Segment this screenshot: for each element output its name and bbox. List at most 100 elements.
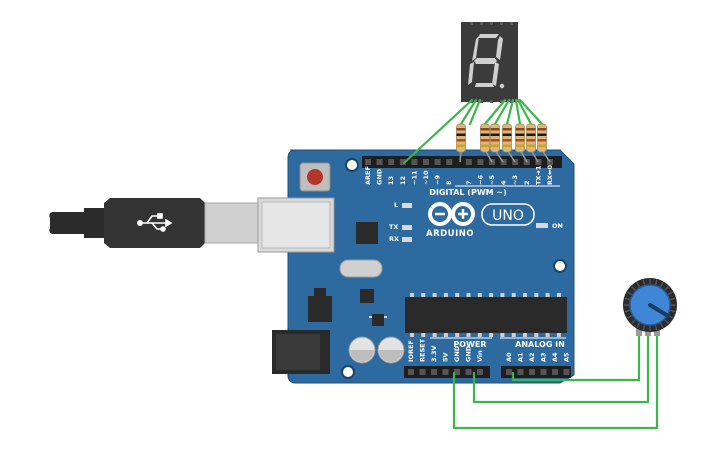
display-pin [510, 22, 513, 25]
digital-header-label: DIGITAL (PWM ~) [429, 188, 507, 197]
power-socket[interactable] [408, 369, 414, 375]
digit-segments [468, 34, 505, 89]
mcu-pin [511, 333, 516, 337]
resistor-band [526, 133, 536, 136]
resistor-band [490, 144, 500, 147]
pot-ridge [636, 282, 641, 288]
mcu-pin [432, 293, 437, 297]
digital-pin-label: 12 [399, 176, 407, 185]
pot-ridge [631, 286, 636, 291]
analog-socket[interactable] [552, 369, 558, 375]
mount-hole [341, 365, 355, 379]
digital-socket[interactable] [434, 159, 441, 165]
digital-socket[interactable] [512, 159, 519, 165]
led-l [402, 203, 412, 208]
mount-hole [345, 158, 359, 172]
pot-ridge [659, 282, 664, 288]
analog-pin-label: A4 [551, 352, 559, 362]
display-pin [480, 22, 483, 25]
mcu-pin [545, 293, 550, 297]
pot-ridge [670, 297, 676, 301]
digital-socket[interactable] [388, 159, 395, 165]
digital-pin-label: TX➔1 [534, 165, 542, 185]
mcu-pin [421, 333, 426, 337]
mcu-pin [489, 293, 494, 297]
voltage-regulator [308, 296, 332, 322]
digital-socket[interactable] [399, 159, 406, 165]
mcu-pin [410, 333, 414, 337]
digital-socket[interactable] [446, 159, 453, 165]
digital-socket[interactable] [465, 159, 472, 165]
resistor[interactable] [515, 123, 528, 163]
resistor-band [515, 139, 525, 142]
analog-pin-label: A5 [563, 352, 571, 362]
seven-segment-display[interactable] [461, 22, 518, 103]
digital-socket[interactable] [365, 159, 371, 165]
digital-socket[interactable] [535, 159, 542, 165]
analog-socket[interactable] [529, 369, 535, 375]
power-socket[interactable] [454, 369, 460, 375]
usb-cable[interactable] [49, 198, 260, 248]
resistor[interactable] [456, 123, 466, 163]
display-pin [470, 22, 473, 25]
digital-socket[interactable] [423, 159, 429, 165]
pot-ridge [624, 309, 630, 313]
resistor-array[interactable] [456, 123, 551, 163]
digital-pin-label: ~3 [511, 175, 519, 185]
digital-socket[interactable] [477, 159, 484, 165]
analog-socket[interactable] [563, 369, 570, 375]
resistor[interactable] [480, 123, 493, 163]
pot-ridge [631, 319, 636, 324]
mcu-pin [500, 333, 505, 337]
power-socket[interactable] [431, 369, 437, 375]
analog-socket[interactable] [517, 369, 524, 375]
usb-b-connector [204, 202, 260, 244]
mcu-pin [432, 333, 437, 337]
power-pin-label: Vin [476, 350, 484, 362]
analog-header-label: ANALOG IN [515, 340, 565, 349]
mcu-pin [410, 293, 414, 297]
power-socket[interactable] [465, 369, 472, 375]
led-tx [402, 225, 412, 230]
wire-seg [459, 98, 478, 126]
power-socket[interactable] [477, 369, 483, 375]
pot-ridge [654, 279, 658, 285]
resistor[interactable] [537, 123, 551, 163]
resistor-band [515, 144, 525, 147]
digital-socket[interactable] [376, 159, 383, 165]
pot-ridge [636, 322, 641, 328]
resistor-band [456, 144, 466, 147]
resistor-band [480, 133, 490, 136]
resistor-band [502, 128, 512, 131]
resistor-band [502, 139, 512, 142]
analog-pin-label: A3 [540, 352, 548, 362]
led-rx [402, 237, 412, 242]
pot-ridge [667, 291, 673, 296]
mcu-pin [443, 333, 448, 337]
wire-pot-gnd [472, 333, 650, 404]
resistor-band [537, 139, 547, 142]
power-socket[interactable] [442, 369, 449, 375]
digital-pin-label: ~5 [488, 175, 496, 185]
wire-seg [518, 98, 544, 126]
resistor-band [480, 128, 490, 131]
reset-button[interactable] [307, 169, 323, 185]
resistor[interactable] [526, 123, 539, 163]
pot-ridge [670, 309, 676, 313]
resistor[interactable] [502, 123, 516, 163]
power-socket[interactable] [419, 369, 426, 375]
usb-cable-neck [84, 208, 104, 238]
resistor[interactable] [490, 123, 504, 163]
mcu-pin [523, 293, 527, 297]
digital-socket[interactable] [411, 159, 418, 165]
digital-socket[interactable] [500, 159, 507, 165]
analog-socket[interactable] [540, 369, 547, 375]
usb-cable-end [49, 212, 84, 234]
digital-pin-label: ~6 [476, 175, 484, 185]
potentiometer[interactable] [623, 278, 677, 336]
mcu-pin [466, 293, 471, 297]
resistor-band [526, 128, 536, 131]
analog-socket[interactable] [506, 369, 512, 375]
